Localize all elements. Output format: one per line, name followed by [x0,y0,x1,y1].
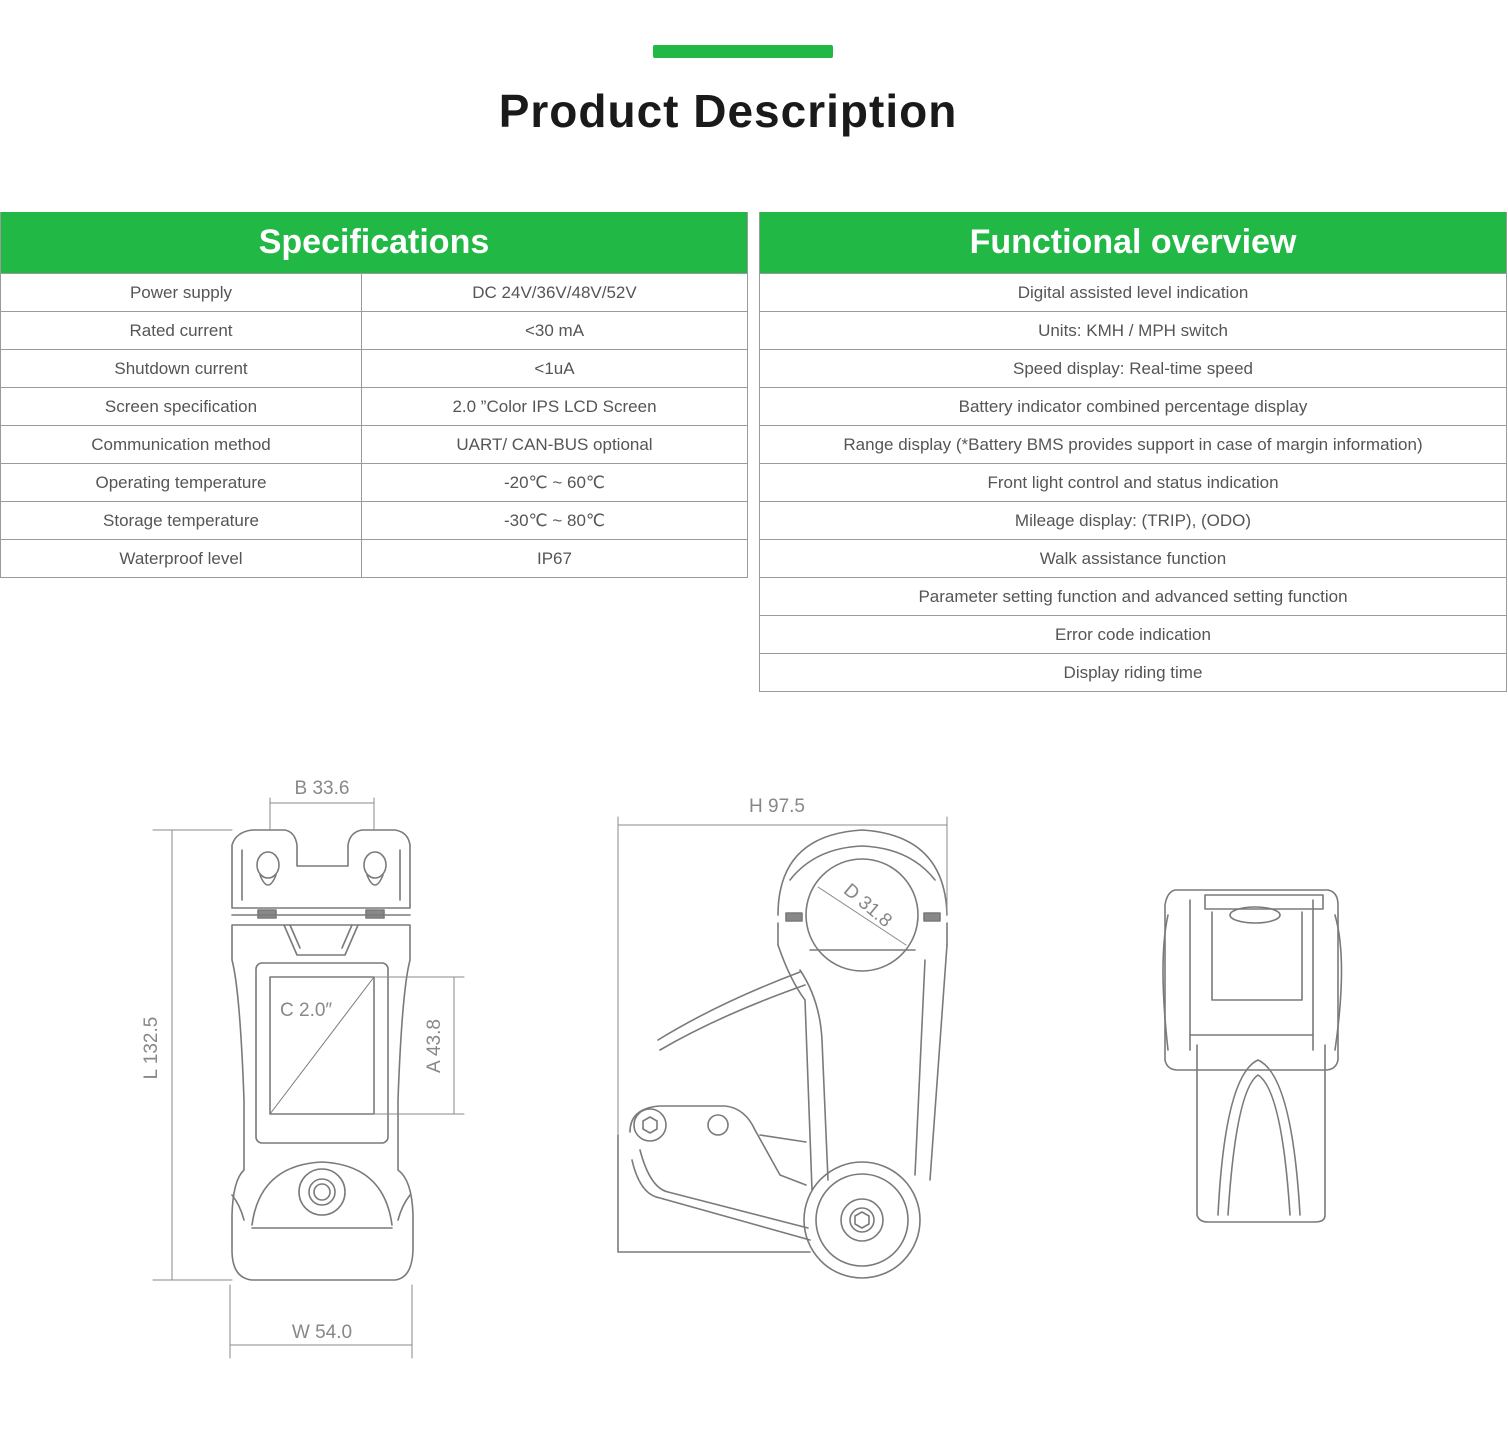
functional-overview-table: Functional overview Digital assisted lev… [759,212,1507,692]
title-accent-bar [653,45,833,58]
spec-value: -30℃ ~ 80℃ [503,510,606,530]
spec-row: Operating temperature -20℃ ~ 60℃ [1,463,747,501]
function-row: Walk assistance function [760,539,1506,577]
top-view-drawing [1162,889,1343,1223]
spec-label: Power supply [1,274,362,311]
function-item: Speed display: Real-time speed [1012,358,1254,378]
function-item: Mileage display: (TRIP), (ODO) [1014,510,1252,530]
spec-row: Communication method UART/ CAN-BUS option… [1,425,747,463]
front-view-drawing [231,829,414,1281]
spec-value: UART/ CAN-BUS optional [456,434,653,454]
function-item: Error code indication [1055,624,1211,644]
function-item: Front light control and status indicatio… [987,472,1279,492]
spec-value: <1uA [534,358,575,378]
function-item: Units: KMH / MPH switch [1038,320,1228,340]
function-row: Front light control and status indicatio… [760,463,1506,501]
function-row: Digital assisted level indication [760,273,1506,311]
dimension-w-label: W 54.0 [292,1322,352,1343]
dimension-a-label: A 43.8 [424,1019,445,1073]
spec-row: Power supply DC 24V/36V/48V/52V [1,273,747,311]
spec-label: Rated current [1,312,362,349]
function-item: Display riding time [1063,662,1203,682]
side-dimension-lines [617,816,948,1136]
spec-value: <30 mA [524,320,585,340]
spec-label: Communication method [1,426,362,463]
spec-value: DC 24V/36V/48V/52V [472,282,637,302]
side-view-drawing [617,829,948,1279]
spec-label: Waterproof level [1,540,362,577]
spec-value: -20℃ ~ 60℃ [503,472,606,492]
function-item: Battery indicator combined percentage di… [958,396,1308,416]
spec-value: IP67 [537,548,572,568]
function-item: Parameter setting function and advanced … [918,586,1348,606]
page-title: Product Description [498,85,958,137]
spec-value: 2.0 ”Color IPS LCD Screen [452,396,657,416]
spec-label: Shutdown current [1,350,362,387]
spec-row: Storage temperature -30℃ ~ 80℃ [1,501,747,539]
function-item: Walk assistance function [1039,548,1227,568]
function-row: Units: KMH / MPH switch [760,311,1506,349]
technical-drawings: B 33.6 L 132.5 C 2.0″ A 43.8 W 54.0 [141,778,1343,1359]
function-item: Range display (*Battery BMS provides sup… [843,434,1423,454]
spec-row: Shutdown current <1uA [1,349,747,387]
function-row: Battery indicator combined percentage di… [760,387,1506,425]
function-item: Digital assisted level indication [1017,282,1249,302]
spec-label: Storage temperature [1,502,362,539]
function-row: Parameter setting function and advanced … [760,577,1506,615]
front-dimension-lines [152,797,465,1359]
function-row: Speed display: Real-time speed [760,349,1506,387]
spec-label: Screen specification [1,388,362,425]
function-row: Error code indication [760,615,1506,653]
function-row: Mileage display: (TRIP), (ODO) [760,501,1506,539]
dimension-l-label: L 132.5 [141,1017,162,1080]
functional-overview-heading: Functional overview [760,212,1506,273]
spec-row: Waterproof level IP67 [1,539,747,577]
specifications-table: Specifications Power supply DC 24V/36V/48… [0,212,748,578]
spec-row: Screen specification 2.0 ”Color IPS LCD S… [1,387,747,425]
dimension-c-label: C 2.0″ [280,1000,332,1021]
specifications-heading: Specifications [1,212,747,273]
function-row: Range display (*Battery BMS provides sup… [760,425,1506,463]
dimension-d-label: D 31.8 [839,880,895,932]
spec-row: Rated current <30 mA [1,311,747,349]
spec-label: Operating temperature [1,464,362,501]
function-row: Display riding time [760,653,1506,691]
dimension-b-label: B 33.6 [295,778,350,799]
dimension-h-label: H 97.5 [749,796,805,817]
